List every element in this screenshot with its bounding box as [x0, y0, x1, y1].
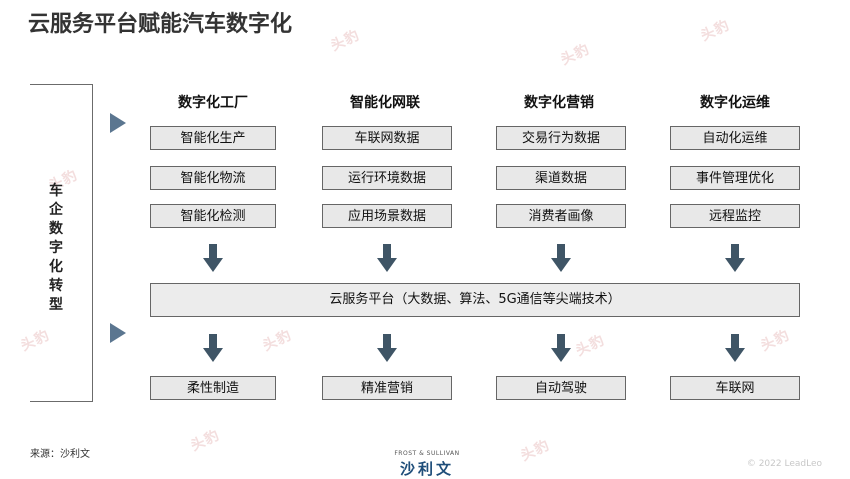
- watermark: 头豹: [260, 327, 295, 355]
- outcome-box: 车联网: [670, 376, 800, 400]
- down-arrow-icon: [203, 334, 223, 362]
- watermark: 头豹: [188, 427, 223, 455]
- down-arrow-icon: [551, 334, 571, 362]
- watermark: 头豹: [698, 17, 733, 45]
- down-arrow-icon: [725, 244, 745, 272]
- column-heading: 数字化运维: [700, 95, 770, 111]
- watermark: 头豹: [328, 27, 363, 55]
- copyright: © 2022 LeadLeo: [746, 459, 822, 469]
- down-arrow-icon: [725, 334, 745, 362]
- logo: 沙利文: [399, 460, 454, 478]
- column-heading: 智能化网联: [350, 95, 420, 111]
- column-item-box: 运行环境数据: [322, 166, 452, 190]
- column-item-box: 交易行为数据: [496, 126, 626, 150]
- watermark: 头豹: [573, 332, 608, 360]
- column-heading: 数字化营销: [524, 95, 594, 111]
- column-item-box: 应用场景数据: [322, 204, 452, 228]
- column-item-box: 自动化运维: [670, 126, 800, 150]
- down-arrow-icon: [203, 244, 223, 272]
- outcome-box: 精准营销: [322, 376, 452, 400]
- outcome-box: 柔性制造: [150, 376, 276, 400]
- row-marker-triangle-top: [110, 113, 126, 133]
- column-heading: 数字化工厂: [178, 95, 248, 111]
- column-item-box: 消费者画像: [496, 204, 626, 228]
- column-item-box: 智能化生产: [150, 126, 276, 150]
- column-item-box: 智能化检测: [150, 204, 276, 228]
- logo-subtitle: FROST & SULLIVAN: [394, 450, 460, 457]
- column-item-box: 渠道数据: [496, 166, 626, 190]
- down-arrow-icon: [551, 244, 571, 272]
- side-bracket: [30, 84, 93, 402]
- column-item-box: 智能化物流: [150, 166, 276, 190]
- page-title: 云服务平台赋能汽车数字化: [28, 12, 293, 37]
- column-item-box: 事件管理优化: [670, 166, 800, 190]
- watermark: 头豹: [558, 41, 593, 69]
- outcome-box: 自动驾驶: [496, 376, 626, 400]
- side-label: 车企数字化转型: [49, 183, 63, 313]
- column-item-box: 车联网数据: [322, 126, 452, 150]
- row-marker-triangle-bottom: [110, 323, 126, 343]
- cloud-platform-bar: 云服务平台（大数据、算法、5G通信等尖端技术）: [150, 283, 800, 317]
- down-arrow-icon: [377, 244, 397, 272]
- column-item-box: 远程监控: [670, 204, 800, 228]
- source-note: 来源：沙利文: [30, 449, 90, 460]
- watermark: 头豹: [518, 437, 553, 465]
- watermark: 头豹: [758, 327, 793, 355]
- down-arrow-icon: [377, 334, 397, 362]
